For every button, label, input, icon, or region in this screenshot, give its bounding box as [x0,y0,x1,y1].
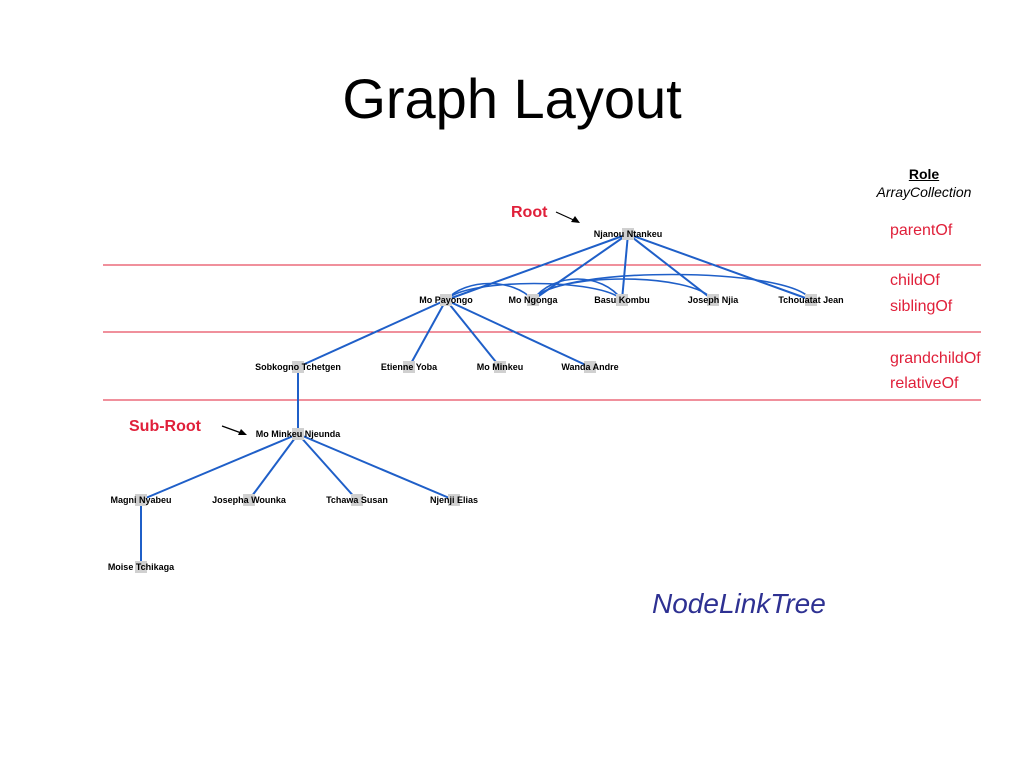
node-label: Wanda Andre [561,362,618,372]
tree-edge [621,233,629,301]
node-label: Njenji Elias [430,495,478,505]
node-label: Mo Minkeu Njeunda [256,429,341,439]
tree-edge [297,299,447,368]
node-box [135,494,147,506]
node-label: Josepha Wounka [212,495,287,505]
tree-edge [408,299,447,368]
role-grandchild-of: grandchildOf [890,350,981,367]
node-label: Mo Ngonga [509,295,559,305]
tree-node[interactable]: Mo Ngonga [509,294,559,306]
node-box [448,494,460,506]
node-box [243,494,255,506]
node-label: Mo Payongo [419,295,473,305]
tree-edge [627,233,714,301]
tree-edge [627,233,812,301]
tree-node[interactable]: Tchawa Susan [326,494,388,506]
node-box [494,361,506,373]
tree-node[interactable]: Josepha Wounka [212,494,287,506]
node-box [584,361,596,373]
node-box [135,561,147,573]
tree-node[interactable]: Sobkogno Tchetgen [255,361,341,373]
tree-node[interactable]: Etienne Yoba [381,361,438,373]
tree-edge [445,299,591,368]
node-box [292,361,304,373]
node-label: Etienne Yoba [381,362,438,372]
node-box [622,228,634,240]
tree-edge [297,433,358,501]
sub-root-arrowhead [238,429,247,435]
tree-edge [297,433,455,501]
sub-root-marker: Sub-Root [129,418,201,435]
tree-node[interactable]: Joseph Njia [688,294,740,306]
node-label: Joseph Njia [688,295,740,305]
tree-node[interactable]: Tchouatat Jean [778,294,844,306]
node-box [351,494,363,506]
node-box [616,294,628,306]
node-label: Njanou Ntankeu [594,229,663,239]
tree-node[interactable]: Magni Nyabeu [110,494,172,506]
slide-title: Graph Layout [342,67,682,130]
tree-node[interactable]: Mo Payongo [419,294,473,306]
role-child-of: childOf [890,272,940,289]
tree-edge [445,299,501,368]
legend-heading: Role [908,166,940,182]
relation-edge [445,282,623,301]
node-label: Magni Nyabeu [110,495,171,505]
node-layer: Njanou Ntankeu Mo Payongo Mo Ngonga Basu Ko… [108,228,844,573]
role-sibling-of: siblingOf [890,298,953,315]
edge-layer [140,233,812,567]
tree-node[interactable]: Njanou Ntankeu [594,228,663,240]
relation-edge [532,278,623,301]
node-box [292,428,304,440]
tree-edge [248,433,299,501]
tree-node[interactable]: Njenji Elias [430,494,478,506]
relation-edge [445,282,534,301]
node-label: Tchouatat Jean [778,295,843,305]
node-label: Mo Minkeu [477,362,524,372]
tree-edge [445,233,629,301]
node-box [707,294,719,306]
root-arrowhead [571,216,580,223]
node-box [805,294,817,306]
node-label: Sobkogno Tchetgen [255,362,341,372]
role-parent-of: parentOf [890,222,953,239]
tree-edge [140,433,299,501]
tree-node[interactable]: Wanda Andre [561,361,619,373]
node-box [403,361,415,373]
node-label: Moise Tchikaga [108,562,175,572]
layout-caption: NodeLinkTree [652,588,826,619]
relation-edge [532,273,812,301]
tree-node[interactable]: Mo Minkeu [477,361,524,373]
node-box [527,294,539,306]
tree-node[interactable]: Mo Minkeu Njeunda [256,428,341,440]
role-relative-of: relativeOf [890,375,959,392]
root-marker: Root [511,204,548,221]
node-label: Basu Kombu [594,295,650,305]
node-box [440,294,452,306]
legend-type: ArrayCollection [876,184,972,200]
node-label: Tchawa Susan [326,495,388,505]
tree-node[interactable]: Basu Kombu [594,294,650,306]
tree-node[interactable]: Moise Tchikaga [108,561,175,573]
